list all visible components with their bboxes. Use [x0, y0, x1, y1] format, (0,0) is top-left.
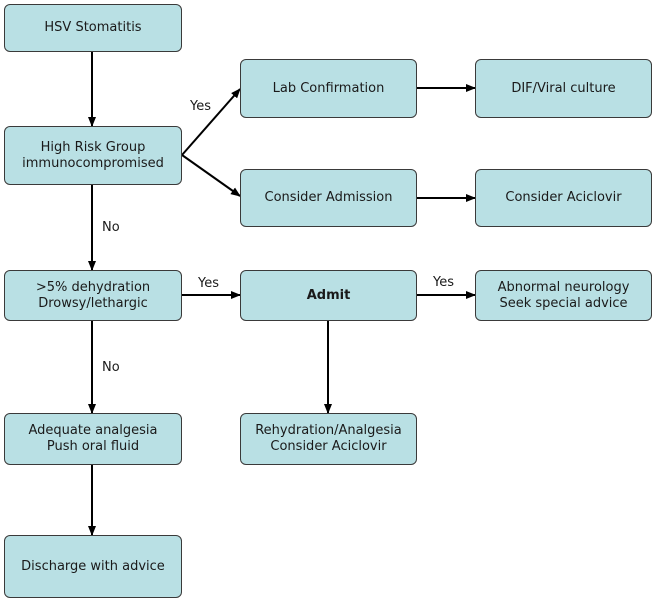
node-rehydration-analgesia: Rehydration/Analgesia Consider Aciclovir — [240, 413, 417, 465]
node-label: Seek special advice — [499, 295, 628, 311]
node-label: Discharge with advice — [21, 558, 165, 574]
node-consider-aciclovir: Consider Aciclovir — [475, 169, 652, 227]
node-label: Push oral fluid — [46, 439, 140, 454]
node-label: DIF/Viral culture — [511, 80, 616, 96]
node-label: Rehydration/Analgesia — [255, 423, 402, 438]
arrow-high-risk-to-admission — [181, 154, 241, 197]
node-label: >5% dehydration — [35, 279, 151, 295]
node-abnormal-neurology: Abnormal neurology Seek special advice — [475, 270, 652, 321]
node-high-risk-group: High Risk Group immunocompromised — [4, 126, 182, 185]
node-lab-confirmation: Lab Confirmation — [240, 59, 417, 118]
node-label: Adequate analgesia — [28, 423, 158, 438]
node-dif-viral-culture: DIF/Viral culture — [475, 59, 652, 118]
node-label: Abnormal neurology — [497, 279, 630, 295]
node-label: immunocompromised — [22, 155, 164, 171]
node-adequate-analgesia: Adequate analgesia Push oral fluid — [4, 413, 182, 465]
edge-label-yes: Yes — [433, 275, 454, 290]
node-dehydration: >5% dehydration Drowsy/lethargic — [4, 270, 182, 321]
edge-label-no: No — [102, 220, 120, 235]
arrow-high-risk-to-lab — [181, 88, 241, 156]
node-admit: Admit — [240, 270, 417, 321]
node-label: Lab Confirmation — [272, 80, 385, 96]
node-label: Consider Aciclovir — [505, 190, 622, 205]
edge-label-yes: Yes — [190, 99, 211, 114]
edge-label-no: No — [102, 360, 120, 375]
node-hsv-stomatitis: HSV Stomatitis — [4, 4, 182, 52]
node-label: Admit — [306, 287, 351, 303]
node-consider-admission: Consider Admission — [240, 169, 417, 227]
edge-label-yes: Yes — [198, 276, 219, 291]
node-label: High Risk Group — [40, 139, 146, 155]
node-label: HSV Stomatitis — [44, 20, 142, 35]
node-label: Drowsy/lethargic — [38, 295, 148, 311]
node-label: Consider Aciclovir — [270, 439, 387, 454]
node-discharge-with-advice: Discharge with advice — [4, 535, 182, 598]
node-label: Consider Admission — [264, 190, 393, 205]
